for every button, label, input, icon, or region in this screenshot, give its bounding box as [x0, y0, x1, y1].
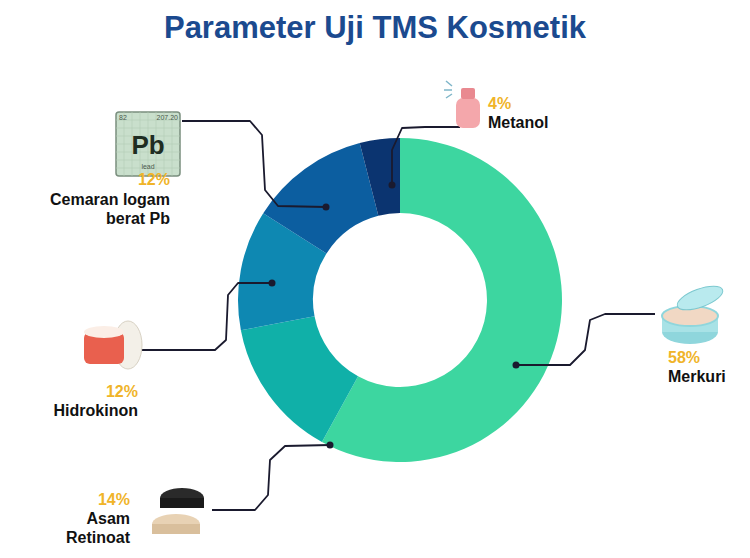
donut — [238, 138, 562, 462]
cream — [84, 326, 124, 338]
slice-metanol — [360, 138, 400, 216]
element-name: lead — [128, 163, 168, 171]
leader-dot — [389, 182, 396, 189]
percent-label: 12% — [30, 382, 138, 401]
compact-base — [152, 524, 200, 534]
pb-tile-bg — [116, 112, 180, 176]
chart-title: Parameter Uji TMS Kosmetik — [0, 10, 750, 46]
percent-label: 12% — [60, 170, 170, 189]
slice-pb — [263, 143, 378, 253]
percent-label: 4% — [488, 94, 548, 113]
jar-lid — [674, 281, 725, 314]
slice-asam-retinoat — [241, 316, 358, 442]
leader-asam-retinoat — [212, 445, 330, 510]
leader-dot — [269, 280, 276, 287]
spray-lines — [444, 81, 452, 98]
atomic-mass: 207.20 — [148, 114, 178, 122]
icons — [84, 81, 726, 534]
element-symbol: Pb — [116, 130, 180, 161]
bottle — [456, 98, 480, 128]
compact-lid — [160, 488, 204, 508]
spray-icon — [444, 81, 480, 128]
category-label: Asam Retinoat — [40, 509, 130, 547]
cream-jar-icon — [84, 321, 142, 369]
leader-hidrokinon — [140, 283, 272, 350]
compact-icon — [152, 488, 204, 534]
pb-tile — [116, 112, 180, 176]
nozzle — [461, 88, 475, 99]
percent-label: 58% — [668, 348, 738, 367]
leader-dot — [323, 204, 330, 211]
category-label: Cemaran logam berat Pb — [20, 190, 170, 228]
compact-powder — [152, 514, 200, 534]
grid-line — [172, 112, 173, 176]
atomic-number: 82 — [119, 114, 139, 122]
category-label: Metanol — [488, 113, 588, 132]
leaders — [140, 121, 655, 510]
leader-dot — [327, 442, 334, 449]
leader-merkuri — [516, 314, 655, 365]
category-label: Merkuri — [668, 367, 746, 386]
jar-icon — [662, 281, 726, 344]
category-label: Hidrokinon — [18, 401, 138, 420]
leader-metanol — [392, 127, 460, 185]
percent-label: 14% — [40, 490, 130, 509]
leader-pb — [182, 121, 326, 207]
leader-dot — [513, 362, 520, 369]
compact-lid-side — [160, 498, 204, 508]
